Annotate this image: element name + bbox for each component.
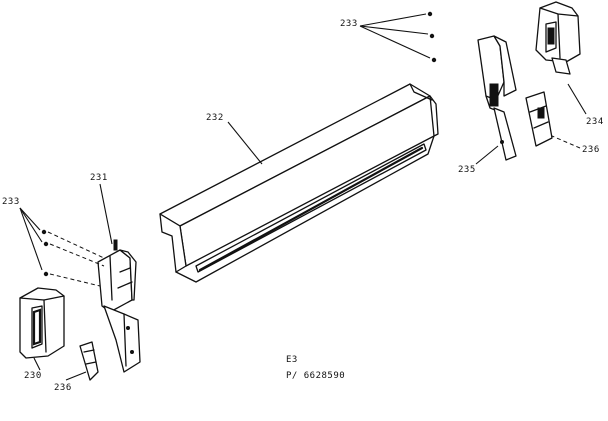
part-233-right-screws — [359, 11, 437, 63]
label-236-left: 236 — [54, 383, 72, 393]
label-230: 230 — [24, 371, 42, 381]
footer-line-2: P/ 6628590 — [286, 371, 345, 381]
footer-line-1: E3 — [286, 355, 298, 365]
label-232: 232 — [206, 113, 224, 123]
label-231: 231 — [90, 173, 108, 183]
part-231-bracket — [97, 239, 141, 373]
label-233-right: 233 — [340, 19, 358, 29]
part-235-bracket — [477, 35, 517, 161]
label-236-right: 236 — [582, 145, 600, 155]
label-234: 234 — [586, 117, 604, 127]
part-236-left-clip — [79, 341, 99, 381]
part-236-right-clip — [525, 91, 553, 147]
part-234-end-cap — [535, 1, 581, 75]
label-235: 235 — [458, 165, 476, 175]
part-232-channel — [159, 83, 439, 283]
part-230-end-cap — [19, 287, 65, 359]
label-233-left: 233 — [2, 197, 20, 207]
leader-lines — [33, 83, 587, 381]
part-233-left-screws — [19, 207, 105, 287]
